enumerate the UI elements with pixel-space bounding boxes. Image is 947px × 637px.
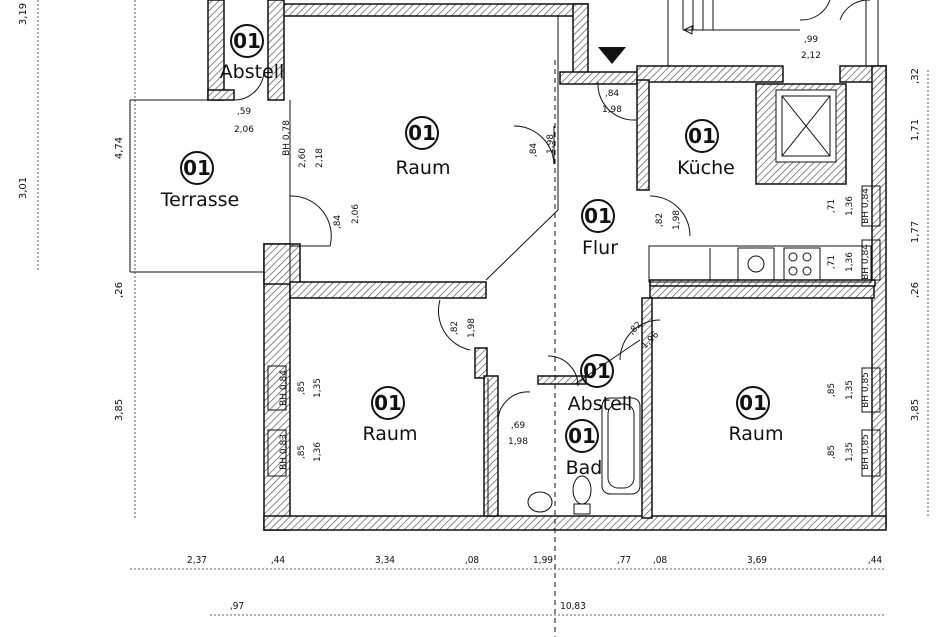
room-number: 01 <box>568 424 596 448</box>
room-terrasse: 01 Terrasse <box>160 151 240 211</box>
svg-text:1,35: 1,35 <box>845 442 855 462</box>
svg-text:,77: ,77 <box>617 555 631 566</box>
room-abstell-mid: 01 Abstell <box>568 354 633 415</box>
svg-text:,26: ,26 <box>114 282 125 298</box>
svg-text:1,71: 1,71 <box>910 119 921 141</box>
room-name: Abstell <box>568 393 633 415</box>
room-name: Bad <box>566 457 603 479</box>
svg-text:,84: ,84 <box>605 89 620 99</box>
svg-text:1,35: 1,35 <box>845 380 855 400</box>
svg-text:1,36: 1,36 <box>845 196 855 216</box>
room-name: Abstell <box>220 61 285 83</box>
svg-text:1,36: 1,36 <box>313 442 323 462</box>
svg-text:3,19: 3,19 <box>18 3 29 25</box>
interior-lines <box>129 0 881 637</box>
svg-text:,32: ,32 <box>910 68 921 84</box>
room-kueche: 01 Küche <box>677 119 735 179</box>
svg-text:2,60: 2,60 <box>298 148 308 168</box>
svg-text:BH 0,84: BH 0,84 <box>861 244 871 280</box>
svg-text:,85: ,85 <box>827 445 837 459</box>
svg-text:BH 0,78: BH 0,78 <box>282 120 292 156</box>
svg-text:,71: ,71 <box>827 199 837 213</box>
room-number: 01 <box>688 124 716 148</box>
room-name: Raum <box>363 423 418 445</box>
svg-text:3,85: 3,85 <box>114 399 125 421</box>
svg-text:,99: ,99 <box>804 35 819 45</box>
svg-text:1,98: 1,98 <box>546 134 556 154</box>
room-name: Flur <box>582 237 618 259</box>
room-raum-left: 01 Raum <box>363 386 418 445</box>
svg-text:2,06: 2,06 <box>351 204 361 224</box>
room-number: 01 <box>233 29 261 53</box>
svg-text:1,98: 1,98 <box>508 437 528 447</box>
svg-text:BH 0,85: BH 0,85 <box>861 434 871 470</box>
dimension-chain-left: 3,19 3,01 4,74 ,26 3,85 <box>18 0 136 518</box>
svg-text:1,98: 1,98 <box>602 105 622 115</box>
svg-text:2,06: 2,06 <box>234 125 254 135</box>
svg-text:3,01: 3,01 <box>18 177 29 199</box>
svg-text:,69: ,69 <box>511 421 526 431</box>
room-raum-top: 01 Raum <box>396 116 451 179</box>
svg-text:BH 0,84: BH 0,84 <box>861 188 871 224</box>
svg-text:BH 0,83: BH 0,83 <box>279 434 289 470</box>
room-number: 01 <box>374 391 402 415</box>
svg-text:,97: ,97 <box>230 601 244 612</box>
room-number: 01 <box>583 359 611 383</box>
dimension-chain-right: ,32 1,71 1,77 ,26 3,85 <box>910 68 929 518</box>
svg-text:2,18: 2,18 <box>315 148 325 168</box>
svg-text:,44: ,44 <box>868 555 883 566</box>
svg-text:1,35: 1,35 <box>313 378 323 398</box>
svg-text:2,37: 2,37 <box>187 555 207 566</box>
svg-text:2,12: 2,12 <box>801 51 821 61</box>
room-raum-right: 01 Raum <box>729 386 784 445</box>
svg-text:,71: ,71 <box>827 255 837 269</box>
dimension-chain-bottom-total: ,97 10,83 <box>210 601 886 616</box>
room-number: 01 <box>739 391 767 415</box>
doors <box>233 0 870 421</box>
room-number: 01 <box>408 121 436 145</box>
svg-text:,59: ,59 <box>237 107 252 117</box>
room-name: Raum <box>396 157 451 179</box>
svg-text:,84: ,84 <box>333 215 343 230</box>
svg-text:10,83: 10,83 <box>560 601 586 612</box>
svg-text:,85: ,85 <box>297 381 307 395</box>
svg-text:,85: ,85 <box>827 383 837 397</box>
svg-text:1,36: 1,36 <box>845 252 855 272</box>
svg-text:3,34: 3,34 <box>375 555 395 566</box>
room-name: Küche <box>677 157 735 179</box>
room-number: 01 <box>584 204 612 228</box>
svg-text:3,69: 3,69 <box>747 555 767 566</box>
svg-text:BH 0,84: BH 0,84 <box>279 370 289 406</box>
room-name: Raum <box>729 423 784 445</box>
svg-text:3,85: 3,85 <box>910 399 921 421</box>
svg-text:,08: ,08 <box>465 555 480 566</box>
room-abstell-top: 01 Abstell <box>220 24 285 83</box>
svg-text:,26: ,26 <box>910 282 921 298</box>
svg-text:,84: ,84 <box>529 143 539 158</box>
room-bad: 01 Bad <box>565 419 603 479</box>
svg-text:4,74: 4,74 <box>114 137 125 159</box>
svg-text:,85: ,85 <box>297 445 307 459</box>
svg-text:,08: ,08 <box>653 555 668 566</box>
room-number: 01 <box>183 156 211 180</box>
room-name: Terrasse <box>160 189 240 211</box>
svg-text:,82: ,82 <box>450 321 460 335</box>
svg-text:1,98: 1,98 <box>467 318 477 338</box>
room-flur: 01 Flur <box>581 199 618 259</box>
svg-text:,82: ,82 <box>655 213 665 227</box>
svg-text:1,77: 1,77 <box>910 221 921 243</box>
svg-text:1,98: 1,98 <box>672 210 682 230</box>
svg-text:,44: ,44 <box>271 555 286 566</box>
svg-text:1,99: 1,99 <box>533 555 553 566</box>
dimension-chain-bottom: 2,37 ,44 3,34 ,08 1,99 ,77 ,08 3,69 ,44 <box>130 555 886 570</box>
svg-text:BH 0,85: BH 0,85 <box>861 372 871 408</box>
